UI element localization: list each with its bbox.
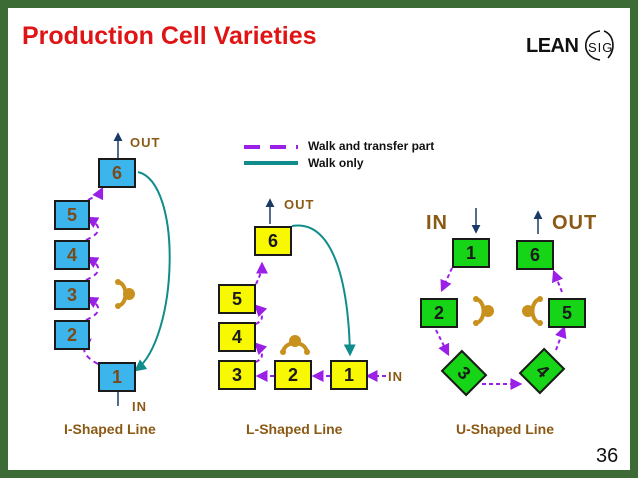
u-in-label: IN — [426, 212, 448, 234]
u-station-2: 2 — [420, 298, 458, 328]
slide-title: Production Cell Varieties — [22, 22, 317, 50]
i-out-label: OUT — [130, 135, 161, 150]
i-transfer-5-6 — [87, 186, 104, 201]
l-station-4: 4 — [218, 322, 256, 352]
u-station-5: 5 — [548, 298, 586, 328]
u-station-1: 1 — [452, 238, 490, 268]
i-in-label: IN — [132, 399, 147, 414]
u-station-6: 6 — [516, 240, 554, 270]
u-station-4-text: 4 — [531, 360, 553, 382]
page-number: 36 — [596, 445, 619, 467]
i-operator-icon — [115, 279, 135, 309]
l-station-3: 3 — [218, 360, 256, 390]
i-station-1: 1 — [98, 362, 136, 392]
l-in-label: IN — [388, 369, 403, 384]
l-operator-icon — [280, 335, 310, 355]
u-transfer-5-6 — [551, 269, 564, 293]
slide: Production Cell Varieties LEAN SIG — [8, 8, 630, 470]
l-line-caption: L-Shaped Line — [246, 421, 343, 437]
u-transfer-2-3 — [435, 329, 450, 357]
u-transfer-4-5 — [555, 325, 567, 351]
u-out-label: OUT — [552, 212, 598, 234]
u-station-3-text: 3 — [453, 362, 475, 384]
u-line-caption: U-Shaped Line — [456, 421, 555, 437]
i-transfer-2-3 — [85, 296, 100, 321]
l-transfer-4-5 — [254, 304, 268, 325]
i-station-6: 6 — [98, 158, 136, 188]
l-station-2: 2 — [274, 360, 312, 390]
l-transfer-5-6 — [255, 261, 268, 285]
i-station-3: 3 — [54, 280, 90, 310]
diagram-overlay — [78, 132, 567, 406]
legend-walk-only-label: Walk only — [308, 156, 364, 170]
u-operator-right-icon — [522, 296, 543, 326]
legend-walk-transfer-label: Walk and transfer part — [308, 139, 435, 153]
l-out-label: OUT — [284, 197, 315, 212]
l-walk-return — [291, 224, 356, 357]
i-walk-return — [134, 171, 171, 372]
i-transfer-4-5 — [85, 216, 100, 241]
l-transfer-3-4 — [254, 342, 268, 363]
l-station-1: 1 — [330, 360, 368, 390]
u-operator-left-icon — [473, 296, 494, 326]
logo-swoosh-icon — [584, 30, 614, 61]
l-station-6: 6 — [254, 226, 292, 256]
i-station-5: 5 — [54, 200, 90, 230]
leansig-logo: LEAN SIG — [526, 27, 618, 63]
i-line-caption: I-Shaped Line — [64, 421, 156, 437]
logo-text: LEAN — [526, 35, 579, 57]
l-station-5: 5 — [218, 284, 256, 314]
logo-sig: SIG — [588, 40, 614, 55]
i-station-2: 2 — [54, 320, 90, 350]
i-transfer-3-4 — [85, 256, 100, 281]
i-station-4: 4 — [54, 240, 90, 270]
u-transfer-1-2 — [440, 267, 453, 293]
